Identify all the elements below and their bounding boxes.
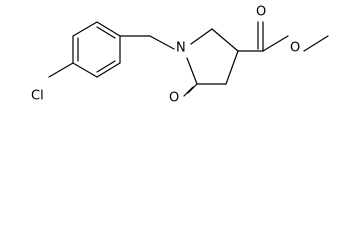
bond xyxy=(96,21,121,37)
pyrrolidinone-ring xyxy=(186,28,239,85)
bond xyxy=(262,35,289,52)
bond xyxy=(211,28,239,52)
chlorine-atom-label: Cl xyxy=(31,89,44,104)
double-bond-inner xyxy=(96,60,116,73)
double-bond-inner xyxy=(96,26,116,39)
ester-oxygen-label: O xyxy=(290,41,300,56)
bond xyxy=(72,62,98,78)
lactam-oxygen-label: O xyxy=(169,91,179,106)
bond xyxy=(190,28,213,45)
bond xyxy=(225,50,239,85)
double-bond xyxy=(183,86,194,97)
bond xyxy=(303,35,329,52)
chemical-structure: Cl N O O O xyxy=(31,5,329,106)
bond xyxy=(186,57,198,85)
carbonyl-oxygen-label: O xyxy=(256,5,266,20)
bond xyxy=(187,83,198,94)
benzene-ring xyxy=(72,21,121,78)
bond xyxy=(96,62,121,78)
nitrogen-atom-label: N xyxy=(176,41,186,56)
bond xyxy=(72,21,98,37)
bond xyxy=(48,62,74,78)
bond xyxy=(149,35,175,50)
